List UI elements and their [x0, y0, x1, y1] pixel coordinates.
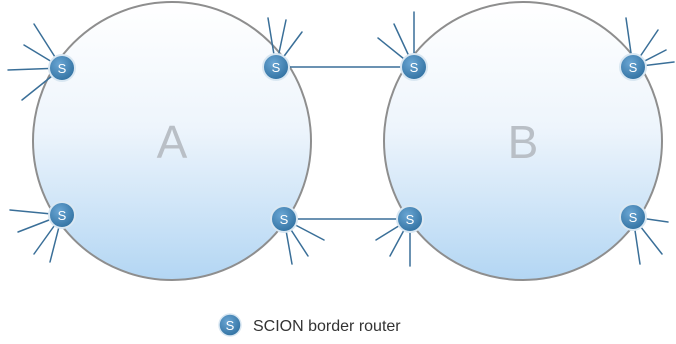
domain-a-circle: [32, 1, 312, 281]
router-circle: [619, 53, 647, 81]
border-router-b-top-left: S: [400, 53, 428, 81]
router-circle: [396, 205, 424, 233]
legend-router-symbol: S: [226, 318, 235, 333]
router-circle: [262, 53, 290, 81]
router-circle: [48, 201, 76, 229]
border-router-a-bottom-right: S: [270, 205, 298, 233]
legend: S SCION border router: [218, 313, 401, 337]
router-symbol: S: [629, 60, 638, 75]
border-router-a-bottom-left: S: [48, 201, 76, 229]
domain-b-circle: [383, 1, 663, 281]
border-router-b-top-right: S: [619, 53, 647, 81]
border-router-a-top-left: S: [48, 54, 76, 82]
legend-router-icon: S: [218, 313, 242, 337]
router-symbol: S: [406, 212, 415, 227]
router-circle: [400, 53, 428, 81]
border-router-b-bottom-right: S: [619, 203, 647, 231]
router-circle: [619, 203, 647, 231]
router-circle: [270, 205, 298, 233]
border-router-b-bottom-left: S: [396, 205, 424, 233]
border-router-a-top-right: S: [262, 53, 290, 81]
router-symbol: S: [58, 208, 67, 223]
domain-b-label: B: [508, 116, 539, 168]
domain-a: A: [32, 1, 312, 281]
domain-a-label: A: [157, 116, 188, 168]
legend-router-circle: [218, 313, 242, 337]
router-circle: [48, 54, 76, 82]
legend-label: SCION border router: [253, 318, 401, 335]
router-symbol: S: [410, 60, 419, 75]
router-symbol: S: [280, 212, 289, 227]
router-symbol: S: [58, 61, 67, 76]
router-symbol: S: [272, 60, 281, 75]
domain-b: B: [383, 1, 663, 281]
router-symbol: S: [629, 210, 638, 225]
